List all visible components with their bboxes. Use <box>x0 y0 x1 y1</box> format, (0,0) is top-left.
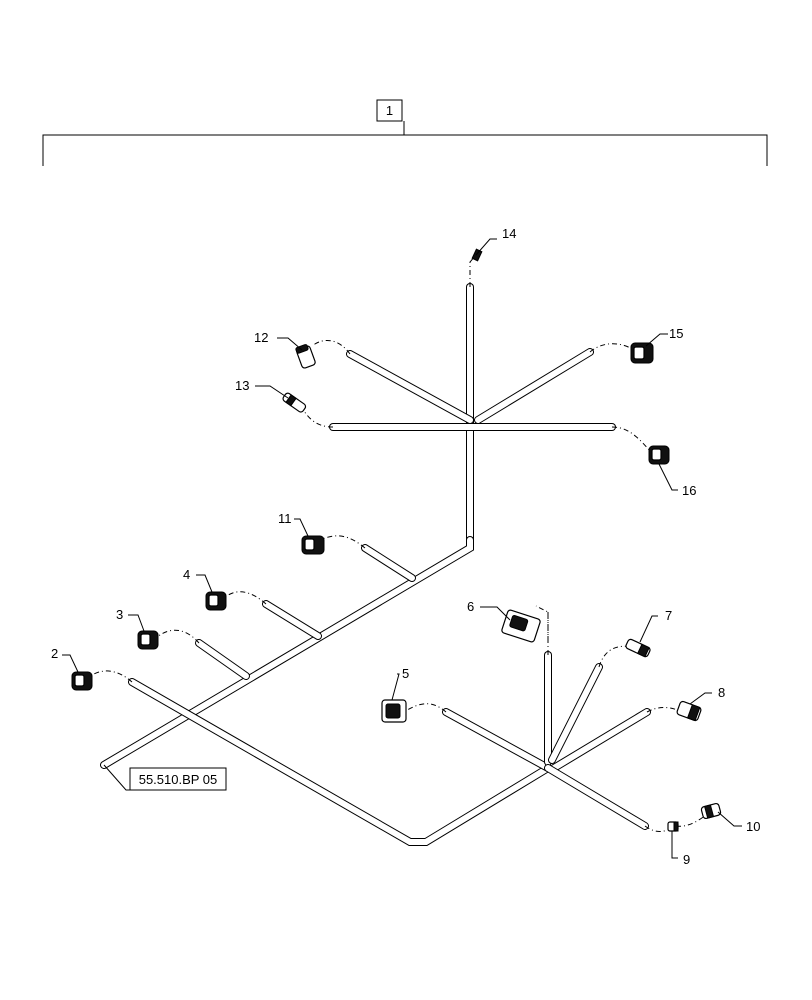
connectors <box>71 248 722 832</box>
wire-12 <box>311 339 351 355</box>
wire-15 <box>589 343 635 353</box>
callout-3: 3 <box>116 607 123 622</box>
pigtail-wires <box>87 254 711 832</box>
connector-3 <box>137 630 159 650</box>
wire-13 <box>303 410 334 428</box>
wire-11 <box>319 535 366 549</box>
callout-9: 9 <box>683 852 690 867</box>
connector-15 <box>630 342 654 364</box>
connector-8 <box>676 700 702 722</box>
connector-5 <box>381 699 407 723</box>
callout-15: 15 <box>669 326 683 341</box>
assembly-label: 1 <box>386 103 393 118</box>
harness-trunks <box>100 283 651 846</box>
wire-4 <box>223 591 267 605</box>
connector-4 <box>205 591 227 611</box>
reference-label[interactable]: 55.510.BP 05 <box>139 772 218 787</box>
wire-5 <box>403 703 447 713</box>
callout-4: 4 <box>183 567 190 582</box>
callout-12: 12 <box>254 330 268 345</box>
wire-14 <box>469 254 477 287</box>
callout-leaders <box>62 238 742 859</box>
wire-10 <box>675 811 711 827</box>
connector-14 <box>471 248 483 262</box>
callout-7: 7 <box>665 608 672 623</box>
callout-14: 14 <box>502 226 516 241</box>
connector-13 <box>282 392 307 413</box>
connector-9 <box>667 821 679 832</box>
callout-5: 5 <box>402 666 409 681</box>
wire-3 <box>155 629 200 644</box>
callout-8: 8 <box>718 685 725 700</box>
assembly-bracket: 1 <box>42 99 768 166</box>
callout-13: 13 <box>235 378 249 393</box>
lower-trunk <box>128 678 552 846</box>
wire-6 <box>535 605 549 655</box>
assembly-label-box <box>376 99 403 122</box>
connector-10 <box>700 802 722 820</box>
callout-10: 10 <box>746 819 760 834</box>
connector-11 <box>301 535 325 555</box>
wire-8 <box>646 707 683 713</box>
connector-2 <box>71 671 93 691</box>
assembly-bracket-line <box>42 134 768 166</box>
callout-2: 2 <box>51 646 58 661</box>
connector-12 <box>295 344 316 369</box>
connector-6 <box>501 609 541 643</box>
reference-link[interactable]: 55.510.BP 05 <box>129 767 227 791</box>
callout-11: 11 <box>278 511 292 526</box>
wire-16 <box>611 426 653 454</box>
reference-box[interactable] <box>129 767 227 791</box>
wire-7 <box>598 645 633 668</box>
connector-7 <box>625 638 651 658</box>
callout-labels: 14 12 13 15 16 11 4 3 2 5 6 7 8 9 10 <box>51 226 760 867</box>
callout-16: 16 <box>682 483 696 498</box>
wire-2 <box>87 670 133 683</box>
callout-6: 6 <box>467 599 474 614</box>
connector-16 <box>648 445 670 465</box>
